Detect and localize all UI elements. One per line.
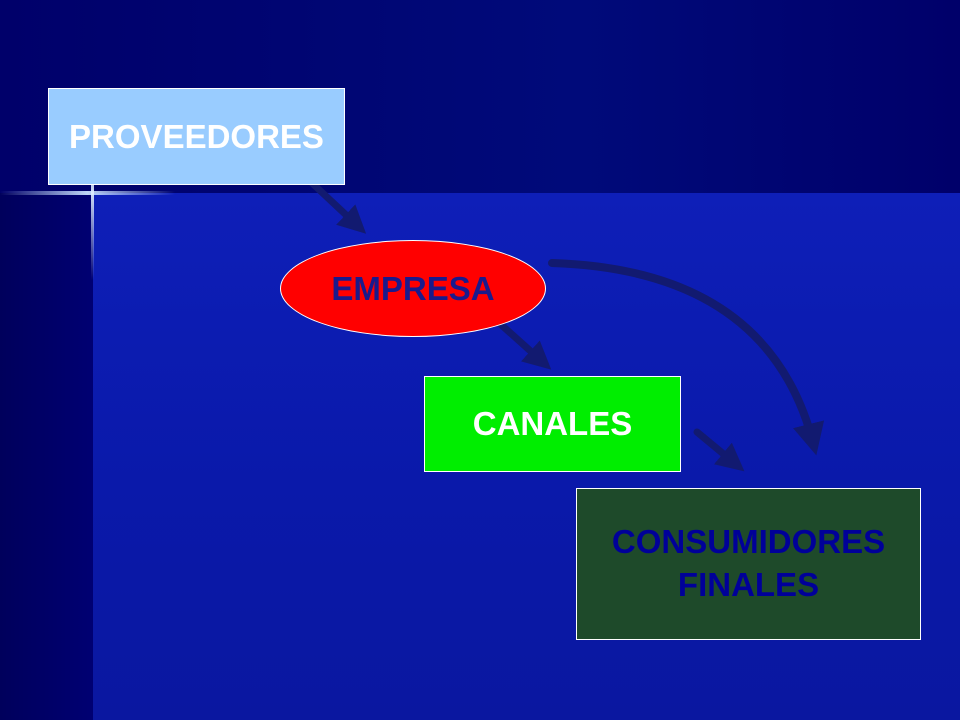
node-proveedores-label: PROVEEDORES (69, 117, 324, 155)
node-consumidores-label-line2: FINALES (677, 566, 820, 603)
node-canales: CANALES (424, 376, 681, 472)
node-canales-label: CANALES (472, 405, 633, 442)
node-consumidores-finales: CONSUMIDORES FINALES (576, 488, 921, 640)
node-consumidores-label-line1: CONSUMIDORES (611, 523, 886, 561)
light-flare-horizontal (0, 191, 175, 195)
background-left-band (0, 193, 93, 720)
node-proveedores: PROVEEDORES (48, 88, 345, 185)
node-empresa-label: EMPRESA (331, 269, 495, 307)
light-flare-vertical (91, 120, 94, 280)
node-empresa: EMPRESA (280, 240, 546, 337)
